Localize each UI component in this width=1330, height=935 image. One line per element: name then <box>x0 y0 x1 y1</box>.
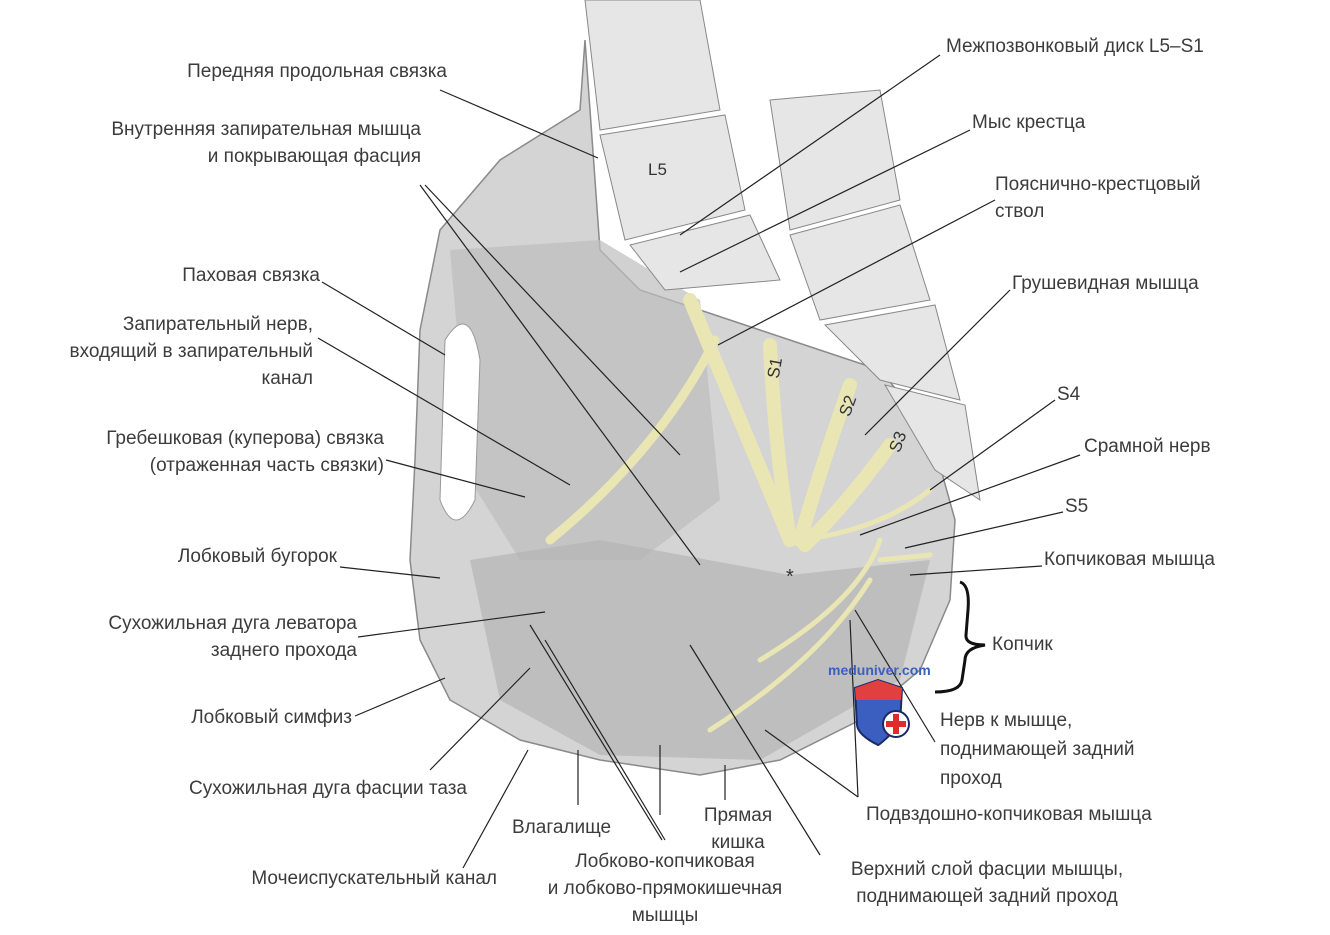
label-text: Гребешковая (куперова) связка <box>106 428 384 449</box>
label-tendinous-arch-fascia: Сухожильная дуга фасции таза <box>189 775 467 802</box>
label-text: Сухожильная дуга леватора <box>108 613 357 634</box>
label-pectineal-ligament: Гребешковая (куперова) связка (отраженная… <box>106 425 384 479</box>
label-text: S4 <box>1057 384 1081 405</box>
label-text: заднего прохода <box>210 640 357 661</box>
label-text: Паховая связка <box>182 265 320 286</box>
label-text: Прямая <box>703 805 773 826</box>
label-text: Копчиковая мышца <box>1044 549 1215 570</box>
label-text: Нерв к мышце, <box>940 710 1073 731</box>
label-vagina: Влагалище <box>512 814 611 841</box>
label-text: Пояснично-крестцовый <box>995 174 1201 195</box>
label-urethra: Мочеиспускательный канал <box>251 865 497 892</box>
label-text: и лобково-прямокишечная <box>547 878 783 899</box>
label-piriformis: Грушевидная мышца <box>1012 270 1199 297</box>
label-text: S5 <box>1065 496 1089 517</box>
label-text: Лобковый симфиз <box>191 707 352 728</box>
label-pubic-symphysis: Лобковый симфиз <box>191 704 352 731</box>
label-text: (отраженная часть связки) <box>149 455 384 476</box>
label-text: Сухожильная дуга фасции таза <box>189 778 467 799</box>
label-pudendal-nerve: Срамной нерв <box>1084 433 1211 460</box>
label-pubococcygeus: Лобково-копчиковая и лобково-прямокишечна… <box>520 848 810 929</box>
label-text: поднимающей задний проход <box>856 886 1118 907</box>
label-lumbosacral-trunk: Пояснично-крестцовый ствол <box>995 171 1201 225</box>
label-text: Лобковый бугорок <box>177 546 337 567</box>
label-nerve-to-levator: Нерв к мышце, поднимающей задний проход <box>940 706 1134 793</box>
label-text: Подвздошно-копчиковая мышца <box>866 804 1152 825</box>
pudendal-nerve-branches <box>707 487 933 733</box>
label-s4: S4 <box>1057 381 1080 408</box>
leader-lines <box>317 54 1081 869</box>
label-tendinous-arch-levator: Сухожильная дуга леватора заднего прохода <box>108 610 357 664</box>
label-text: Межпозвонковый диск L5–S1 <box>946 36 1204 57</box>
label-s5: S5 <box>1065 493 1088 520</box>
label-text: ствол <box>995 201 1045 222</box>
label-text: Внутренняя запирательная мышца <box>111 119 421 140</box>
watermark-shield-icon <box>853 678 910 747</box>
label-rectum: Прямая кишка <box>690 802 786 856</box>
label-pubic-tubercle: Лобковый бугорок <box>178 543 337 570</box>
label-anterior-longitudinal-ligament: Передняя продольная связка <box>187 58 447 85</box>
label-text: Запирательный нерв, <box>122 314 313 335</box>
label-superior-fascia: Верхний слой фасции мышцы, поднимающей за… <box>822 856 1152 910</box>
label-obturator-internus: Внутренняя запирательная мышца и покрываю… <box>111 116 421 170</box>
label-text: Лобково-копчиковая <box>575 851 755 872</box>
label-coccyx: Копчик <box>992 631 1053 658</box>
watermark-text: meduniver.com <box>828 662 931 678</box>
label-text: Передняя продольная связка <box>187 61 447 82</box>
label-asterisk: * <box>786 566 794 588</box>
label-text: и покрывающая фасция <box>207 146 421 167</box>
label-text: Верхний слой фасции мышцы, <box>850 859 1124 880</box>
label-inguinal-ligament: Паховая связка <box>182 262 320 289</box>
label-text: кишка <box>711 832 765 853</box>
label-text: поднимающей задний <box>940 739 1135 760</box>
obturator-foramen <box>439 323 481 521</box>
label-text: Срамной нерв <box>1084 436 1211 457</box>
label-text: проход <box>940 768 1002 789</box>
label-coccygeus: Копчиковая мышца <box>1044 546 1215 573</box>
label-text: Мыс крестца <box>972 112 1086 133</box>
label-text: Влагалище <box>512 817 612 838</box>
sacral-plexus-nerves <box>545 293 897 552</box>
label-text: входящий в запирательный <box>69 341 313 362</box>
label-disc-l5-s1: Межпозвонковый диск L5–S1 <box>946 33 1204 60</box>
label-obturator-nerve: Запирательный нерв, входящий в запиратель… <box>70 311 313 392</box>
label-l5: L5 <box>648 160 667 179</box>
levator-ani <box>470 540 930 760</box>
label-iliococcygeus: Подвздошно-копчиковая мышца <box>866 801 1152 828</box>
label-text: Грушевидная мышца <box>1012 273 1199 294</box>
obturator-region <box>450 240 720 560</box>
label-text: Копчик <box>992 634 1053 655</box>
label-text: Мочеиспускательный канал <box>251 868 497 889</box>
label-text: канал <box>261 368 313 389</box>
coccyx-brace <box>934 580 986 694</box>
label-sacral-promontory: Мыс крестца <box>972 109 1085 136</box>
label-text: мышцы <box>631 905 699 926</box>
label-s1: S1 <box>763 356 787 380</box>
